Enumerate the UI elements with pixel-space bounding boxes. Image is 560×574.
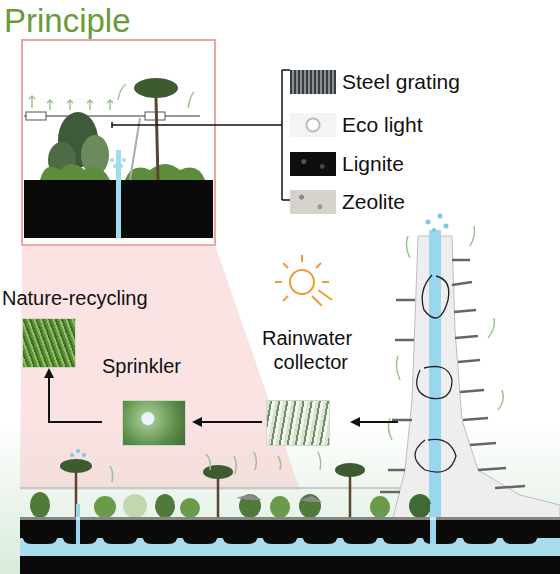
legend-swatch [290, 113, 336, 137]
photo-thumbnail [266, 400, 330, 446]
image-node: Sprinkler [102, 354, 194, 446]
tower [380, 214, 560, 523]
node-label: Nature-recycling [2, 286, 180, 310]
soil-layers [20, 504, 560, 574]
flow-arrow [194, 421, 262, 423]
photo-thumbnail [22, 318, 76, 368]
detail-inset [20, 40, 300, 490]
legend-text: Steel grating [342, 70, 460, 94]
trees [30, 449, 431, 518]
legend-text: Eco light [342, 113, 423, 137]
node-label: Sprinkler [102, 354, 194, 378]
image-node: Rainwater collector [262, 326, 348, 446]
legend-text: Zeolite [342, 190, 405, 214]
legend-swatch [290, 70, 336, 94]
flow-arrow [352, 421, 398, 423]
material-bracket [112, 70, 290, 200]
legend-swatch [290, 152, 336, 176]
sun-symbol [275, 255, 332, 306]
flow-arrow [49, 370, 102, 422]
zoom-wedge [20, 245, 300, 490]
photo-thumbnail [122, 400, 186, 446]
legend-text: Lignite [342, 152, 404, 176]
diagram-title: Principle [4, 2, 131, 40]
legend-swatch [290, 190, 336, 214]
node-label: Rainwater collector [262, 326, 348, 374]
